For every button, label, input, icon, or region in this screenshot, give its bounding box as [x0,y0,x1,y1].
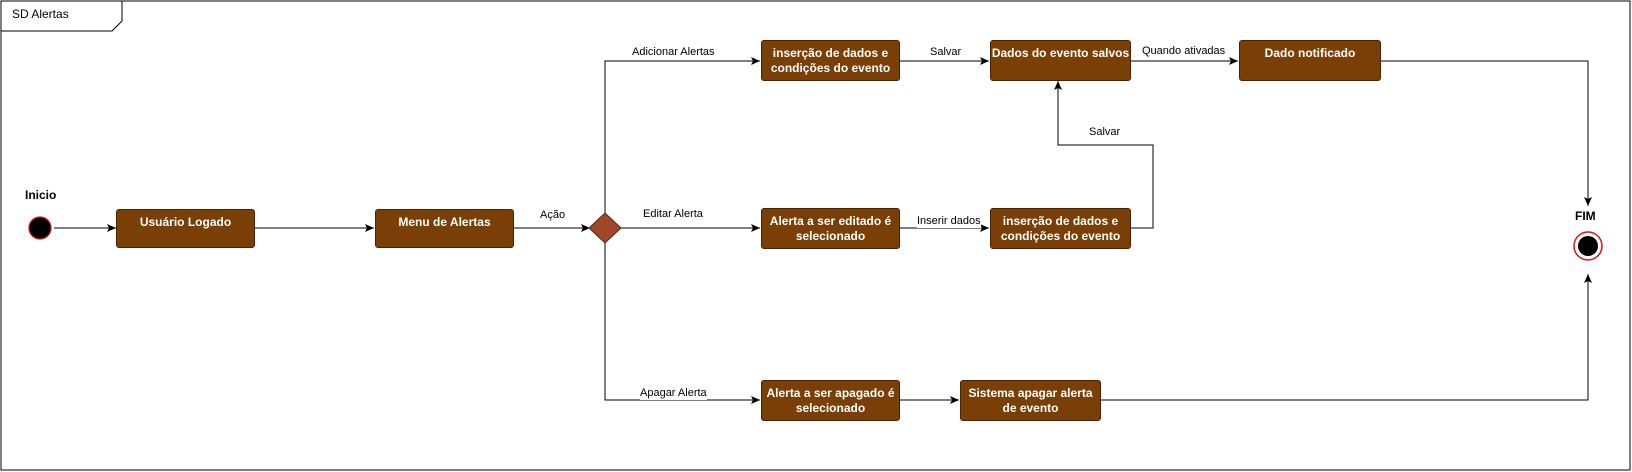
edge-label-apagar: Apagar Alerta [640,387,707,400]
end-node-core [1578,236,1598,256]
node-insercao-add: inserção de dados e condições do evento [761,40,900,81]
edge-label-inserir-dados: Inserir dados [917,215,981,228]
start-label: Inicio [25,188,57,202]
edge-label-acao: Ação [540,209,566,222]
node-alerta-apagado: Alerta a ser apagado é selecionado [761,380,900,421]
edge-label-adicionar: Adicionar Alertas [632,46,715,59]
edge-insercao-salvos-2 [1054,81,1154,229]
edge-label-salvar1: Salvar [930,46,962,59]
node-menu-alertas: Menu de Alertas [375,209,514,248]
frame-title: SD Alertas [12,7,69,21]
node-alerta-editado: Alerta a ser editado é selecionado [761,208,900,249]
edge-label-salvar2: Salvar [1089,126,1121,139]
edge-label-quando-ativadas: Quando ativadas [1142,45,1226,58]
node-insercao-edit: inserção de dados e condições do evento [990,208,1131,249]
node-dados-salvos: Dados do evento salvos [990,40,1131,81]
edge-notificado-fim [1381,60,1592,206]
edge-sistema-fim [1101,274,1592,401]
end-label: FIM [1575,209,1596,223]
start-node [28,216,52,240]
node-sistema-apagar: Sistema apagar alerta de evento [960,380,1101,421]
decision-node [588,212,622,244]
edge-decision-add [604,57,760,213]
node-usuario-logado: Usuário Logado [116,209,255,248]
edge-label-editar: Editar Alerta [643,208,703,221]
edge-decision-delete [604,243,760,404]
node-dado-notificado: Dado notificado [1239,40,1381,81]
frame-tab [1,1,123,32]
